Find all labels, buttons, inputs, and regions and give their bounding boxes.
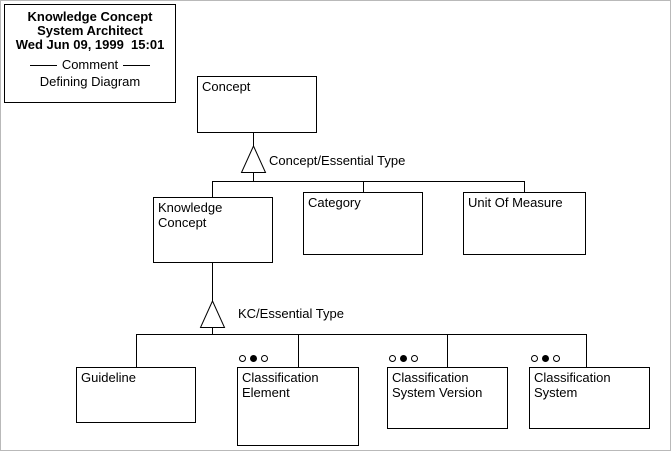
timestamp: Wed Jun 09, 1999 15:01 bbox=[15, 37, 165, 52]
title-block: Knowledge Concept System Architect Wed J… bbox=[4, 4, 176, 103]
diagram-title: Knowledge Concept bbox=[27, 9, 153, 24]
node-concept[interactable]: Concept bbox=[197, 76, 317, 133]
comment-label: Comment bbox=[61, 57, 119, 72]
divider-line bbox=[29, 64, 57, 66]
node-label: Guideline bbox=[81, 370, 136, 385]
connector-label-kc-essential-type: KC/Essential Type bbox=[238, 306, 344, 321]
node-label: Concept bbox=[202, 79, 251, 94]
subtype-triangle-icon bbox=[240, 144, 267, 173]
node-label: Classification System bbox=[534, 370, 611, 400]
subtype-triangle-icon bbox=[199, 299, 226, 328]
comment-divider: Comment bbox=[5, 58, 175, 72]
tool-name: System Architect bbox=[37, 23, 143, 38]
node-classification-system-version[interactable]: Classification System Version bbox=[387, 367, 508, 429]
filled-circle-icon bbox=[250, 355, 257, 362]
node-classification-element[interactable]: Classification Element bbox=[237, 367, 359, 446]
node-label: Classification System Version bbox=[392, 370, 483, 400]
node-unit-of-measure[interactable]: Unit Of Measure bbox=[463, 192, 586, 255]
indicator-group-classification-system bbox=[531, 355, 560, 362]
open-circle-icon bbox=[389, 355, 396, 362]
node-label: Classification Element bbox=[242, 370, 319, 400]
node-label: Category bbox=[308, 195, 361, 210]
filled-circle-icon bbox=[400, 355, 407, 362]
node-category[interactable]: Category bbox=[303, 192, 423, 255]
open-circle-icon bbox=[553, 355, 560, 362]
diagram-type-label: Defining Diagram bbox=[39, 74, 141, 89]
indicator-group-classification-system-version bbox=[389, 355, 418, 362]
open-circle-icon bbox=[531, 355, 538, 362]
node-knowledge-concept[interactable]: Knowledge Concept bbox=[153, 197, 273, 263]
filled-circle-icon bbox=[542, 355, 549, 362]
divider-line bbox=[123, 64, 151, 66]
node-guideline[interactable]: Guideline bbox=[76, 367, 196, 423]
open-circle-icon bbox=[411, 355, 418, 362]
open-circle-icon bbox=[261, 355, 268, 362]
connector-label-concept-essential-type: Concept/Essential Type bbox=[269, 153, 406, 168]
node-classification-system[interactable]: Classification System bbox=[529, 367, 650, 429]
node-label: Knowledge Concept bbox=[158, 200, 223, 230]
open-circle-icon bbox=[239, 355, 246, 362]
node-label: Unit Of Measure bbox=[468, 195, 563, 210]
indicator-group-classification-element bbox=[239, 355, 268, 362]
